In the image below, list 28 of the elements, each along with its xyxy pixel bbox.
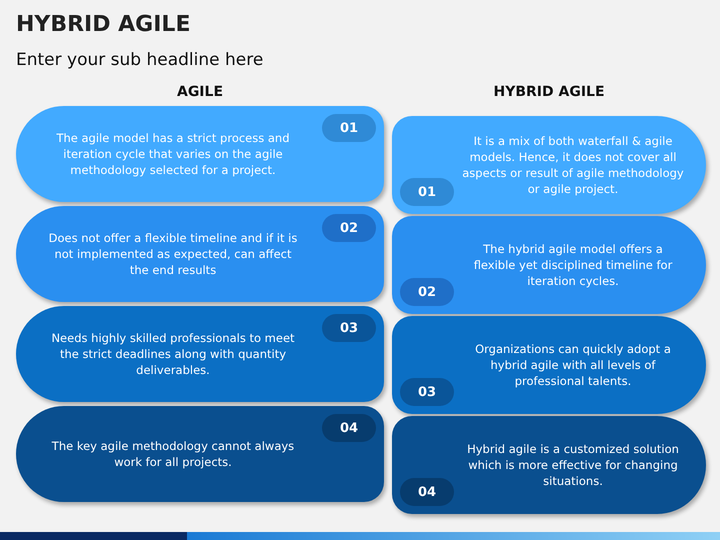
description-text: The key agile methodology cannot always work for all projects. xyxy=(50,438,296,470)
description-text: Needs highly skilled professionals to meet the strict deadlines along with quantity deliverables. xyxy=(50,330,296,378)
number-badge: 04 xyxy=(400,478,454,506)
info-pill xyxy=(392,216,706,314)
info-pill xyxy=(16,206,384,302)
description-text: The hybrid agile model offers a flexible yet disciplined timeline for iteration cycles. xyxy=(472,241,674,289)
info-pill xyxy=(16,406,384,502)
column-heading: HYBRID AGILE xyxy=(492,84,606,100)
description-text: The agile model has a strict process and iteration cycle that varies on the agile methodology selected for a project. xyxy=(55,130,291,178)
description-text: Does not offer a flexible timeline and if it is not implemented as expected, can affect the end results xyxy=(48,230,298,278)
number-badge: 01 xyxy=(322,114,376,142)
number-badge: 03 xyxy=(400,378,454,406)
subheadline: Enter your sub headline here xyxy=(16,50,264,70)
info-pill xyxy=(392,116,706,214)
title: HYBRID AGILE xyxy=(16,12,190,37)
column-heading: AGILE xyxy=(176,84,224,100)
info-pill xyxy=(392,316,706,414)
description-text: It is a mix of both waterfall & agile models. Hence, it does not cover all aspects or result of agile methodology or agile project. xyxy=(462,133,684,197)
number-badge: 03 xyxy=(322,314,376,342)
number-badge: 01 xyxy=(400,178,454,206)
number-badge: 02 xyxy=(322,214,376,242)
info-pill xyxy=(16,106,384,202)
number-badge: 02 xyxy=(400,278,454,306)
number-badge: 04 xyxy=(322,414,376,442)
description-text: Organizations can quickly adopt a hybrid agile with all levels of professional talents. xyxy=(474,341,672,389)
info-pill xyxy=(392,416,706,514)
info-pill xyxy=(16,306,384,402)
description-text: Hybrid agile is a customized solution which is more effective for changing situations. xyxy=(466,441,680,489)
